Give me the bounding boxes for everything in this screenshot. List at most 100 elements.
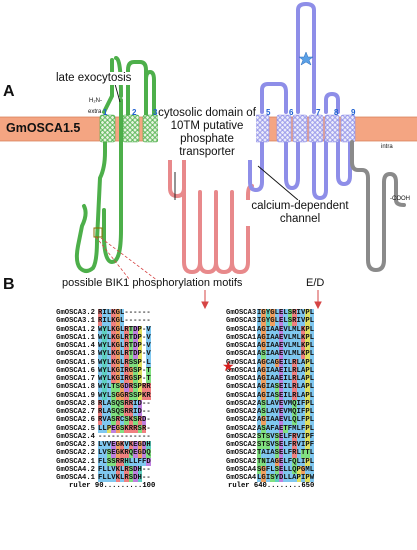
- residue: P: [137, 358, 142, 367]
- residue: S: [133, 366, 138, 375]
- residue: L: [106, 350, 112, 359]
- residue: G: [115, 424, 120, 433]
- sequence-name: GmOSCA1.1: [56, 333, 95, 342]
- residue: T: [128, 350, 134, 359]
- residue: V: [296, 441, 301, 450]
- residue: A: [274, 325, 279, 334]
- sequence-name: GmOSCA1.1: [226, 333, 265, 342]
- residue: L: [102, 465, 107, 474]
- residue: L: [265, 399, 271, 408]
- residue: F: [98, 474, 103, 483]
- sequence-name: GmOSCA4.2: [56, 465, 95, 474]
- residue: A: [270, 399, 275, 408]
- residue: I: [300, 457, 306, 466]
- residue: F: [98, 465, 103, 474]
- sequence-residues: ------------: [98, 433, 151, 441]
- residue: W: [98, 391, 103, 400]
- sequence-name: GmOSCA4.2: [226, 465, 265, 474]
- residue: F: [309, 441, 315, 450]
- c-terminus-label: -COOH: [390, 196, 410, 202]
- residue: K: [300, 333, 306, 342]
- residue: E: [278, 391, 284, 400]
- residue: T: [146, 375, 151, 384]
- residue: V: [283, 342, 288, 351]
- residue: F: [287, 449, 293, 458]
- residue: Q: [128, 449, 134, 458]
- residue: L: [98, 449, 103, 458]
- residue: R: [124, 358, 129, 367]
- residue: K: [300, 350, 306, 359]
- residue: L: [309, 457, 315, 466]
- residue: L: [106, 375, 112, 384]
- residue: D: [133, 350, 138, 359]
- residue: G: [128, 366, 134, 375]
- residue: R: [128, 424, 134, 433]
- residue: Y: [102, 342, 107, 351]
- tm-number-6: 6: [289, 108, 294, 117]
- residue: L: [283, 441, 288, 450]
- blue-region: [248, 2, 352, 200]
- bik1-motif-label: possible BIK1 phosphorylation motifs: [62, 277, 243, 289]
- residue: L: [309, 399, 315, 408]
- residue: E: [278, 325, 284, 334]
- residue: V: [300, 317, 306, 326]
- residue: E: [278, 317, 284, 326]
- sequence-name: GmOSCA1.3: [226, 350, 265, 359]
- residue: C: [265, 358, 271, 367]
- residue: R: [124, 449, 129, 458]
- sequence-name: GmOSCA1.9: [56, 391, 95, 400]
- residue: V: [146, 325, 151, 334]
- residue: I: [265, 366, 271, 375]
- residue: R: [128, 408, 134, 417]
- residue: E: [278, 432, 284, 441]
- residue: R: [292, 432, 297, 441]
- residue: G: [137, 441, 142, 450]
- residue: A: [257, 391, 262, 400]
- residue: S: [274, 391, 279, 400]
- sequence-name: GmOSCA2.3: [56, 441, 95, 449]
- residue: -: [141, 342, 147, 350]
- residue: Q: [115, 408, 120, 417]
- residue: M: [305, 465, 310, 474]
- residue: K: [128, 441, 134, 450]
- residue: I: [265, 391, 271, 400]
- residue: E: [111, 424, 116, 433]
- residue: K: [124, 424, 129, 433]
- residue: P: [305, 366, 310, 375]
- residue: I: [296, 399, 301, 408]
- residue: P: [305, 424, 310, 433]
- residue: A: [274, 424, 279, 433]
- sequence-name: GmOSCA3.1: [56, 317, 95, 326]
- residue: S: [261, 424, 266, 433]
- residue: L: [296, 350, 301, 359]
- residue: A: [257, 350, 262, 359]
- residue: I: [265, 416, 271, 425]
- residue: L: [309, 424, 315, 433]
- residue: W: [98, 325, 103, 334]
- residue: L: [296, 383, 301, 392]
- residue: L: [119, 465, 125, 474]
- residue: -: [146, 424, 151, 433]
- sequence-name: GmOSCA3.2: [226, 309, 265, 317]
- residue: G: [115, 366, 120, 375]
- sequence-name: GmOSCA2.3: [226, 441, 265, 449]
- residue: V: [296, 432, 301, 441]
- residue: R: [115, 457, 120, 466]
- connector-lines: [95, 236, 158, 280]
- residue: S: [115, 383, 120, 392]
- residue: -: [141, 465, 147, 474]
- residue: A: [270, 366, 275, 375]
